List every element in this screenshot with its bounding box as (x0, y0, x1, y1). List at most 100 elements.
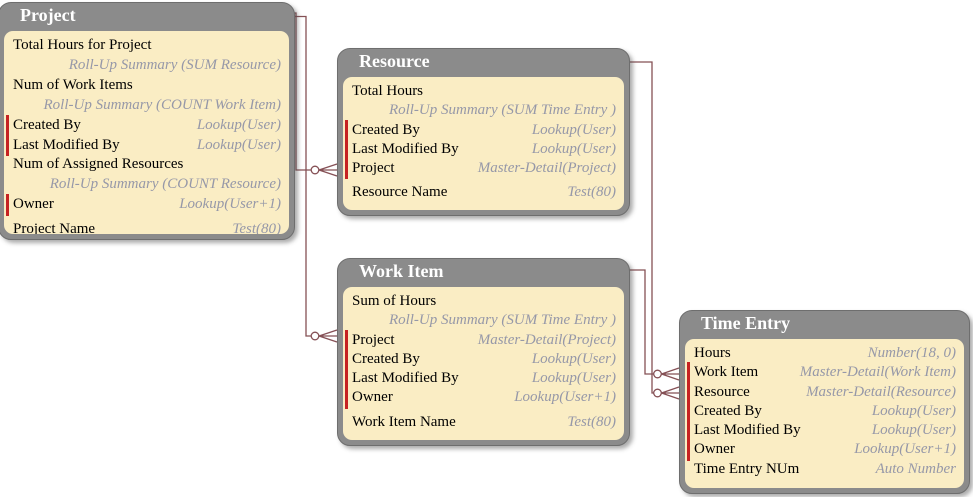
one-end-circle (653, 369, 662, 379)
field-label: Hours (694, 345, 731, 361)
field-label: Project (352, 331, 395, 348)
required-field-bar (345, 387, 348, 409)
required-field-bar (687, 362, 690, 384)
field-label: Total Hours (352, 83, 424, 99)
field-label: Total Hours for Project (13, 37, 152, 53)
required-field-bar (687, 400, 690, 423)
field-label: Work Item Name (352, 413, 456, 430)
required-field-bar (687, 381, 690, 403)
crow-foot (318, 329, 338, 343)
field-label: Last Modified By (13, 136, 120, 153)
required-field-bar (6, 194, 9, 217)
field-type: Lookup(User+1) (514, 389, 616, 406)
field-type: Lookup(User) (531, 370, 616, 387)
field-row: Work Item Name Test(80) (352, 413, 616, 432)
field-label: Created By (352, 121, 420, 138)
one-end-circle (310, 331, 320, 341)
field-type: Lookup(User) (871, 422, 956, 439)
required-field-bar (687, 439, 690, 461)
entity-title: Resource (359, 51, 430, 71)
field-label: Last Modified By (694, 422, 801, 439)
entity-title: Time Entry (701, 313, 791, 333)
field-type: Roll-Up Summary (COUNT Work Item) (43, 96, 282, 113)
field-label: Last Modified By (352, 140, 459, 157)
field-row: Work Item Master-Detail(Work Item) (687, 362, 956, 384)
field-type: Master-Detail(Project) (477, 331, 616, 348)
required-field-bar (6, 134, 9, 157)
field-label: Sum of Hours (352, 293, 437, 309)
field-label: Created By (13, 116, 81, 133)
field-row: Created By Lookup(User) (345, 348, 616, 371)
field-row: Last Modified By Lookup(User) (345, 138, 616, 161)
field-type: Master-Detail(Resource) (806, 383, 956, 400)
field-label: Resource (694, 383, 750, 400)
one-end-circle (653, 388, 662, 398)
required-field-bar (6, 114, 9, 137)
field-label: Project (352, 160, 395, 177)
field-label: Num of Assigned Resources (13, 156, 184, 173)
connector-work-item-to-time-entry (627, 269, 680, 381)
field-type: Test(80) (567, 413, 616, 430)
field-label: Created By (694, 402, 762, 419)
field-label: Work Item (694, 364, 759, 381)
entity-title: Project (20, 5, 76, 25)
field-type: Roll-Up Summary (COUNT Resource) (49, 176, 281, 193)
crow-foot (661, 386, 680, 400)
field-type: Roll-Up Summary (SUM Time Entry ) (388, 312, 616, 329)
field-type: Lookup(User) (196, 116, 281, 133)
field-row: Last Modified By Lookup(User) (6, 134, 281, 157)
field-label: Owner (13, 196, 54, 213)
field-label: Created By (352, 350, 420, 367)
field-row: Last Modified By Lookup(User) (687, 420, 956, 442)
one-end-circle (310, 165, 320, 175)
field-row: Created By Lookup(User) (6, 114, 281, 137)
field-row: Project Master-Detail(Project) (345, 158, 616, 180)
field-row: Resource Master-Detail(Resource) (687, 381, 956, 403)
field-row: Owner Lookup(User+1) (6, 194, 281, 217)
field-row: Created By Lookup(User) (345, 119, 616, 141)
crow-foot (661, 367, 680, 381)
field-type: Master-Detail(Project) (477, 160, 616, 177)
field-type: Test(80) (232, 221, 281, 234)
field-row: Project Name Test(80) (13, 220, 281, 234)
field-type: Lookup(User) (531, 121, 616, 138)
field-label: Owner (352, 389, 393, 406)
field-row: Created By Lookup(User) (687, 400, 956, 423)
field-type: Auto Number (875, 460, 956, 477)
field-label: Time Entry NUm (694, 460, 800, 477)
field-type: Lookup(User) (871, 402, 956, 419)
field-label: Num of Work Items (13, 76, 133, 93)
field-type: Lookup(User) (196, 136, 281, 153)
field-type: Lookup(User) (531, 140, 616, 157)
field-type: Lookup(User+1) (854, 441, 956, 458)
field-label: Last Modified By (352, 370, 459, 387)
field-type: Roll-Up Summary (SUM Resource) (68, 56, 281, 73)
required-field-bar (345, 368, 348, 390)
required-field-bar (687, 420, 690, 442)
field-type: Master-Detail(Work Item) (799, 364, 956, 381)
connector-project-to-work-item (291, 15, 338, 343)
crow-foot (318, 163, 338, 177)
field-label: Project Name (13, 221, 96, 234)
connector-project-to-resource (291, 12, 338, 177)
field-type: Lookup(User+1) (179, 196, 281, 213)
required-field-bar (345, 158, 348, 180)
field-row: Time Entry NUm Auto Number (694, 460, 956, 479)
connector-resource-to-time-entry (627, 61, 680, 400)
field-row: Last Modified By Lookup(User) (345, 368, 616, 390)
field-type: Lookup(User) (531, 350, 616, 367)
